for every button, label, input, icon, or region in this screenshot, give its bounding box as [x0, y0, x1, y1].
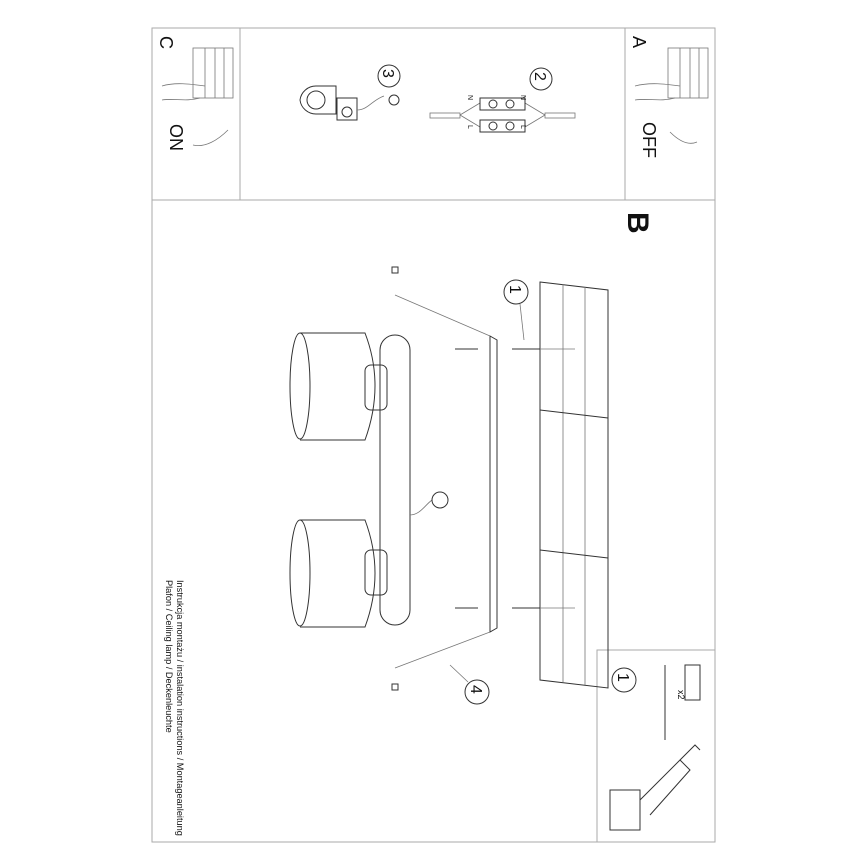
panel-c: C ON [156, 36, 234, 151]
panel-b-letter: B [621, 212, 654, 234]
svg-text:N: N [519, 95, 526, 100]
step-2-label: 2 [531, 72, 548, 81]
arrow-icon [669, 131, 698, 144]
arrow-icon [192, 129, 229, 147]
step-4-label: 4 [467, 685, 484, 694]
panel-c-label: ON [166, 124, 186, 151]
terminal-block-icon [479, 97, 526, 111]
panel-a-frame [624, 27, 716, 201]
panel-kit-frame [596, 649, 716, 843]
hand-icon [634, 83, 681, 101]
panel-kit: 1 x2 [609, 664, 701, 831]
ground-symbol-icon [388, 94, 400, 106]
kit-quantity: x2 [676, 690, 686, 700]
step-1-label: 1 [506, 285, 523, 294]
drill-icon [609, 744, 701, 831]
outer-frame [151, 27, 716, 843]
ceiling-lamp [289, 332, 449, 628]
step-3-label: 3 [379, 69, 396, 78]
panel-c-frame [151, 27, 241, 201]
panel-a-letter: A [629, 36, 649, 48]
panel-c-letter: C [156, 36, 176, 49]
kit-step-label: 1 [614, 673, 631, 682]
svg-text:N: N [466, 95, 473, 100]
mounting-bracket [391, 266, 575, 691]
step-2-wiring: 2 N N L L [429, 67, 576, 133]
hand-icon [161, 83, 206, 101]
fuse-box-icon [667, 47, 709, 99]
fuse-box-icon [192, 47, 234, 99]
svg-text:L: L [519, 125, 526, 129]
svg-text:L: L [466, 125, 473, 129]
panel-a: A OFF [629, 36, 709, 158]
panel-a-label: OFF [639, 122, 659, 158]
footer-line-1: Instrukcja montażu / instalation instruc… [175, 580, 185, 836]
step-3-ground: 3 [299, 64, 401, 121]
wall-plug-icon [684, 664, 701, 701]
ground-symbol-icon [431, 491, 449, 509]
ceiling-icon [539, 281, 609, 689]
footer-line-2: Plafon / Ceiling lamp / Deckenleuchte [164, 580, 174, 733]
